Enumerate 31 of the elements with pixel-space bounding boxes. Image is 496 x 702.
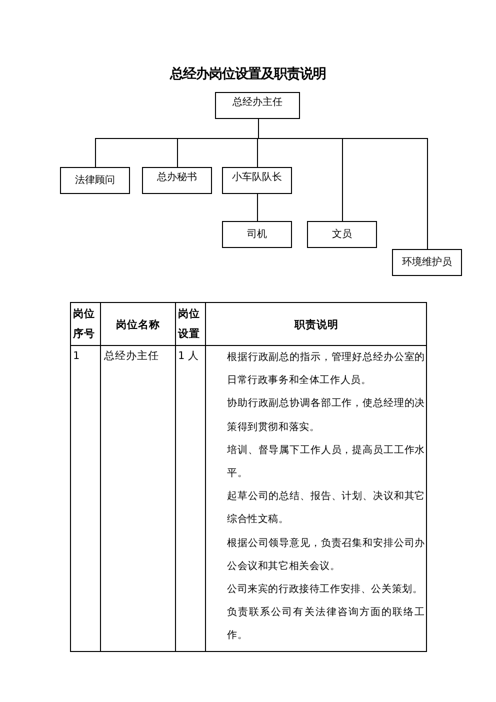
position-box — [215, 92, 300, 119]
position-box — [60, 167, 130, 194]
job-title: 总经办主任 — [104, 349, 159, 364]
duty-description: 协助行政副总协调各部工作，使总经理的决策得到贯彻和落实。 — [227, 396, 425, 435]
row-number: 1 — [73, 349, 80, 364]
position-title: 文员 — [332, 228, 352, 240]
duty-description: 根据公司领导意见，负责召集和安排公司办公会议和其它相关会议。 — [227, 536, 425, 574]
page-title: 总经办岗位设置及职责说明 — [170, 66, 326, 84]
column-header: 岗位序号 — [73, 307, 96, 342]
duty-description: 根据行政副总的指示，管理好总经办公室的日常行政事务和全体工作人员。 — [227, 350, 425, 388]
column-header: 职责说明 — [294, 318, 338, 333]
connector-line — [257, 194, 258, 222]
headcount: 1 人 — [178, 349, 200, 364]
column-header: 岗位设置 — [178, 307, 201, 342]
position-title: 总经办主任 — [232, 97, 282, 109]
position-title: 司机 — [247, 228, 267, 240]
position-box — [222, 167, 292, 194]
position-title: 环境维护员 — [402, 256, 452, 268]
duty-description: 负责联系公司有关法律咨询方面的联络工作。 — [227, 606, 425, 644]
position-box — [142, 167, 212, 194]
column-header: 岗位名称 — [116, 318, 160, 333]
connector-line — [258, 118, 428, 250]
position-box — [307, 221, 377, 248]
position-title: 总办秘书 — [157, 172, 197, 184]
duty-description: 公司来宾的行政接待工作安排、公关策划。 — [227, 582, 424, 598]
position-box — [392, 249, 462, 276]
duty-description: 起草公司的总结、报告、计划、决议和其它综合性文稿。 — [227, 490, 425, 528]
position-box — [222, 221, 292, 248]
position-title: 小车队队长 — [232, 172, 282, 184]
duty-description: 培训、督导属下工作人员，提高员工工作水平。 — [227, 444, 425, 482]
position-title: 法律顾问 — [75, 174, 115, 186]
